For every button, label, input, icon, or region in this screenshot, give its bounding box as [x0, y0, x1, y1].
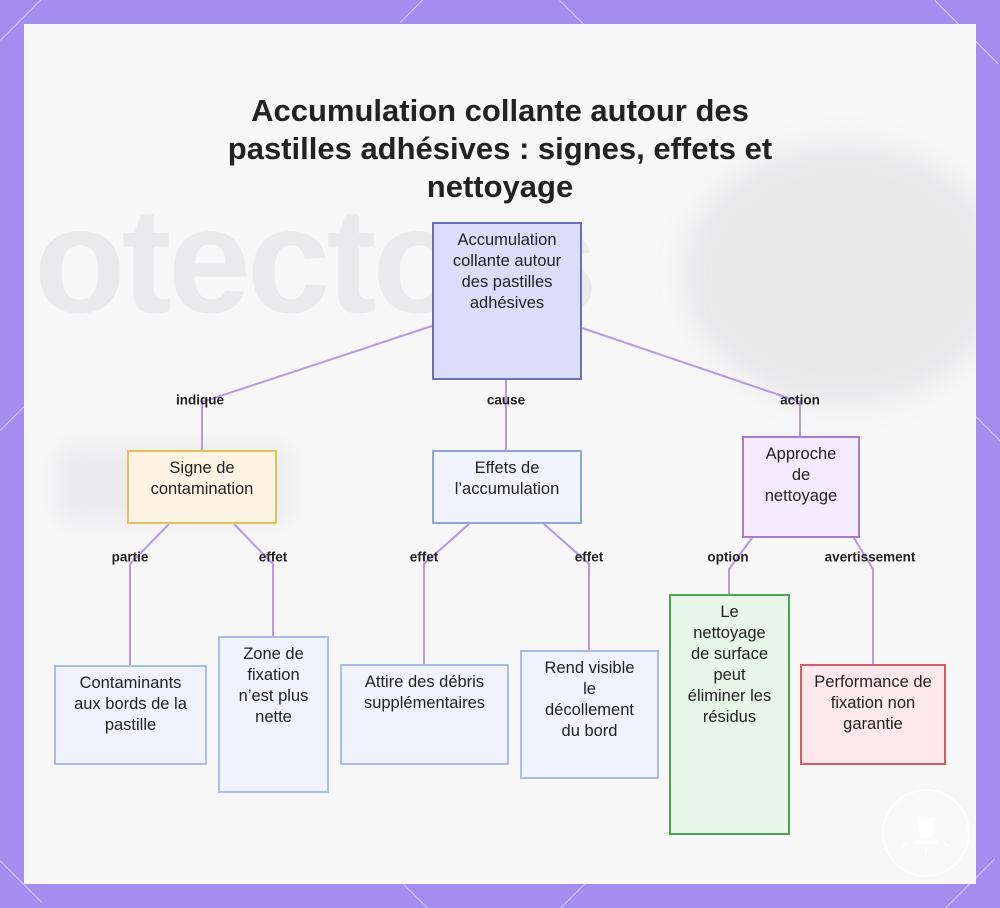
node-attracts-debris: Attire des débris supplémentaires	[340, 664, 509, 765]
node-fixation-zone: Zone de fixation n’est plus nette	[218, 636, 329, 793]
diagram-title: Accumulation collante autour des pastill…	[227, 93, 773, 204]
edge-label-indique: indique	[176, 392, 224, 408]
edge-option	[728, 537, 753, 594]
node-zone-label: Zone de fixation n’est plus nette	[238, 645, 309, 726]
node-debris-label: Attire des débris supplémentaires	[363, 673, 486, 712]
edge-avertissement	[853, 537, 874, 664]
edge-label-effet: effet	[258, 549, 288, 565]
node-decollement-label: Rend visible le décollement du bord	[544, 659, 635, 740]
node-performance-warning: Performance de fixation non garantie	[800, 664, 946, 765]
node-sign-of-contamination: Signe de contamination	[127, 450, 277, 524]
node-approach-label: Approche de nettoyage	[764, 445, 838, 505]
node-sign-label: Signe de contamination	[150, 459, 254, 498]
background-photo-blur	[684, 144, 976, 404]
edge-layer	[129, 325, 874, 665]
edge-label-option: option	[707, 549, 749, 565]
frame-decoration	[400, 0, 429, 23]
edge-action	[581, 327, 801, 436]
node-cleaning-approach: Approche de nettoyage	[742, 436, 860, 538]
node-surface-cleaning-option: Le nettoyage de surface peut éliminer le…	[669, 594, 790, 835]
node-performance-label: Performance de fixation non garantie	[814, 673, 932, 733]
edge-indique	[201, 325, 433, 450]
edge-label-effet: effet	[409, 549, 439, 565]
edge-label-partie: partie	[111, 549, 149, 565]
diagram-card: otectors Accumulation collante autour de…	[24, 24, 976, 884]
frame-decoration	[399, 880, 429, 908]
edge-effet-decoll	[543, 523, 590, 650]
edge-effet-debris	[423, 523, 470, 664]
node-root-label: Accumulation collante autour des pastill…	[452, 231, 562, 312]
node-contaminants-label: Contaminants aux bords de la pastille	[74, 674, 187, 734]
node-edge-lifting: Rend visible le décollement du bord	[520, 650, 659, 779]
edge-label-cause: cause	[486, 392, 526, 408]
edge-partie	[129, 523, 170, 665]
node-surface-label: Le nettoyage de surface peut éliminer le…	[687, 603, 772, 726]
edge-label-avertissement: avertissement	[824, 549, 916, 565]
node-root: Accumulation collante autour des pastill…	[432, 222, 582, 380]
shield-stand-icon	[882, 789, 970, 877]
edge-label-effet: effet	[574, 549, 604, 565]
edge-effet-zone	[233, 523, 274, 636]
node-contaminants: Contaminants aux bords de la pastille	[54, 665, 207, 765]
edge-label-action: action	[780, 392, 820, 408]
node-effects: Effets de l’accumulation	[432, 450, 582, 524]
node-effects-label: Effets de l’accumulation	[454, 459, 560, 498]
